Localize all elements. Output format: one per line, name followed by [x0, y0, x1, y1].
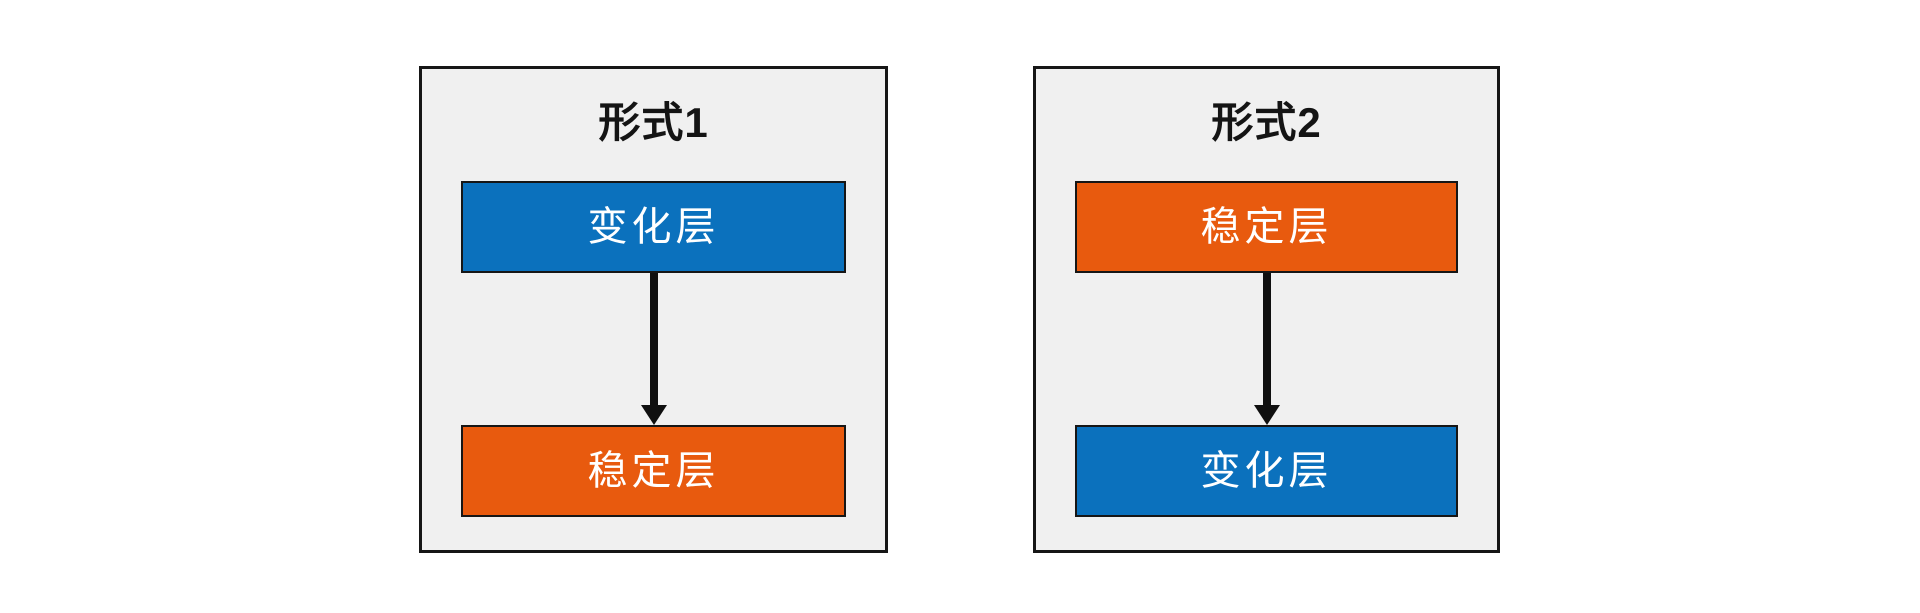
- arrow-head-down-icon: [1253, 405, 1280, 425]
- form-2-bottom-layer-label: 变化层: [1200, 449, 1333, 493]
- form-1-down-arrow: [640, 273, 667, 425]
- form-2-bottom-layer-box: 变化层: [1075, 425, 1458, 517]
- form-1-top-layer-box: 变化层: [461, 181, 846, 273]
- panel-form-2-title: 形式2: [1211, 99, 1322, 146]
- arrow-shaft: [1262, 273, 1271, 407]
- form-2-top-layer-label: 稳定层: [1200, 205, 1333, 249]
- form-2-top-layer-box: 稳定层: [1075, 181, 1458, 273]
- form-1-top-layer-label: 变化层: [587, 205, 720, 249]
- form-2-down-arrow: [1253, 273, 1280, 425]
- arrow-shaft: [649, 273, 658, 407]
- panel-form-1-title: 形式1: [598, 99, 709, 146]
- panel-form-2: 形式2 稳定层 变化层: [1033, 66, 1500, 553]
- form-1-bottom-layer-box: 稳定层: [461, 425, 846, 517]
- panel-form-1: 形式1 变化层 稳定层: [419, 66, 888, 553]
- arrow-head-down-icon: [640, 405, 667, 425]
- form-1-bottom-layer-label: 稳定层: [587, 449, 720, 493]
